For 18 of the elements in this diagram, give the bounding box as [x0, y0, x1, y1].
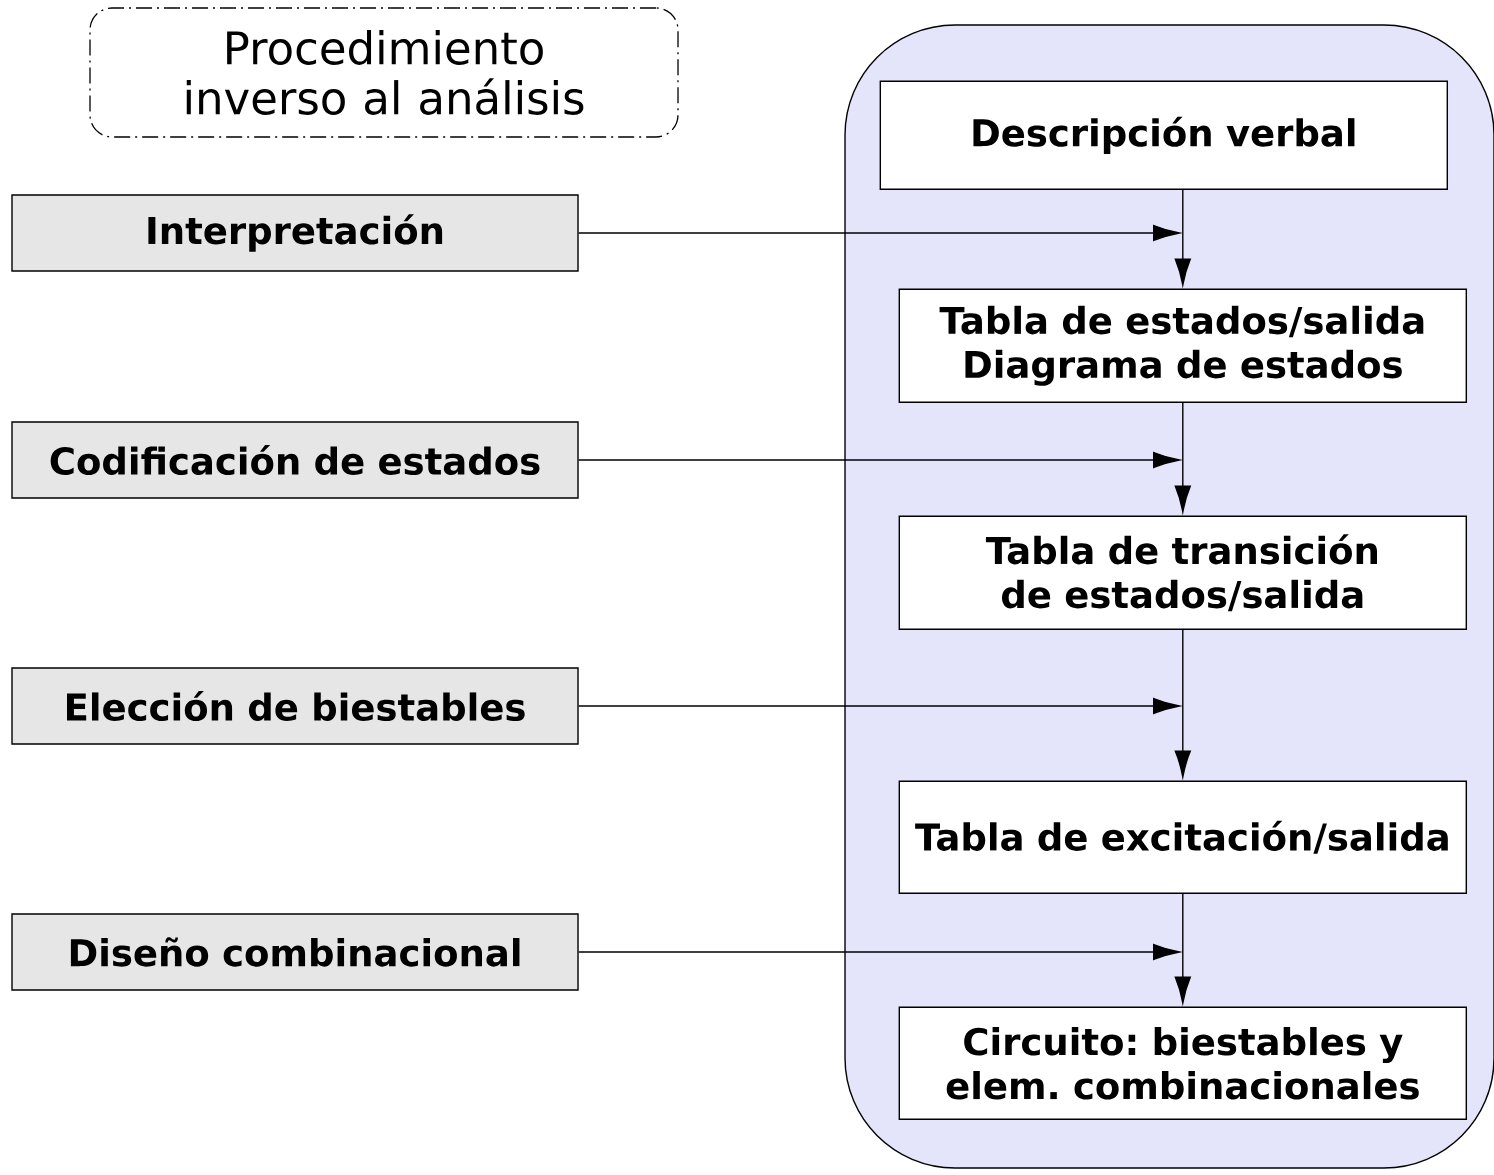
arrow: [1174, 189, 1191, 286]
arrow: [1174, 629, 1191, 778]
process-box: Tabla de estados/salida Diagrama de estados: [898, 288, 1467, 403]
step-box: Interpretación: [11, 194, 579, 272]
arrow: [578, 943, 1180, 961]
step-box: Codificación de estados: [11, 421, 579, 499]
step-box: Elección de biestables: [11, 667, 579, 745]
arrow: [578, 697, 1180, 715]
arrow: [578, 451, 1180, 469]
process-box: Circuito: biestables y elem. combinacionales: [898, 1006, 1467, 1120]
process-box: Tabla de excitación/salida: [898, 780, 1467, 894]
process-box: Tabla de transición de estados/salida: [898, 515, 1467, 630]
process-box: Descripción verbal: [879, 80, 1448, 190]
arrow: [1174, 893, 1191, 1004]
arrow: [1174, 402, 1191, 513]
arrow: [578, 224, 1180, 242]
step-box: Diseño combinacional: [11, 913, 579, 991]
title-box: Procedimiento inverso al análisis: [89, 7, 679, 138]
